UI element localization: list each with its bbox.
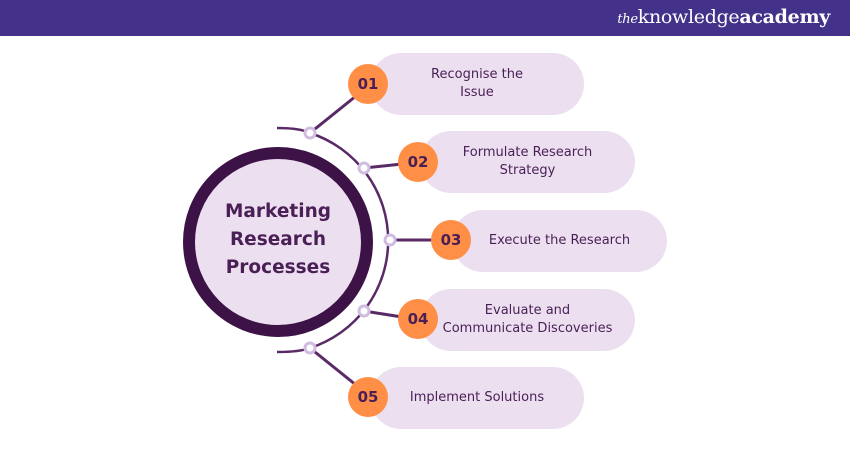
step-3-pill: Execute the Research xyxy=(452,210,667,272)
brand-logo: theknowledgeacademy xyxy=(617,6,830,28)
connector-line-5 xyxy=(309,346,357,387)
step-5-badge: 05 xyxy=(348,377,388,417)
step-3-badge: 03 xyxy=(431,220,471,260)
arc-node-5 xyxy=(303,341,317,355)
arc-node-4 xyxy=(357,304,371,318)
header-bar: theknowledgeacademy xyxy=(0,0,850,36)
step-4-badge: 04 xyxy=(398,299,438,339)
center-circle xyxy=(183,147,373,337)
step-2-badge: 02 xyxy=(398,142,438,182)
step-1-badge: 01 xyxy=(348,64,388,104)
center-title: Marketing Research Processes xyxy=(225,201,331,278)
step-5-pill: Implement Solutions xyxy=(370,367,584,429)
arc-node-1 xyxy=(303,126,317,140)
arc-node-3 xyxy=(383,233,397,247)
connector-line-1 xyxy=(309,94,357,135)
arc-node-2 xyxy=(357,161,371,175)
